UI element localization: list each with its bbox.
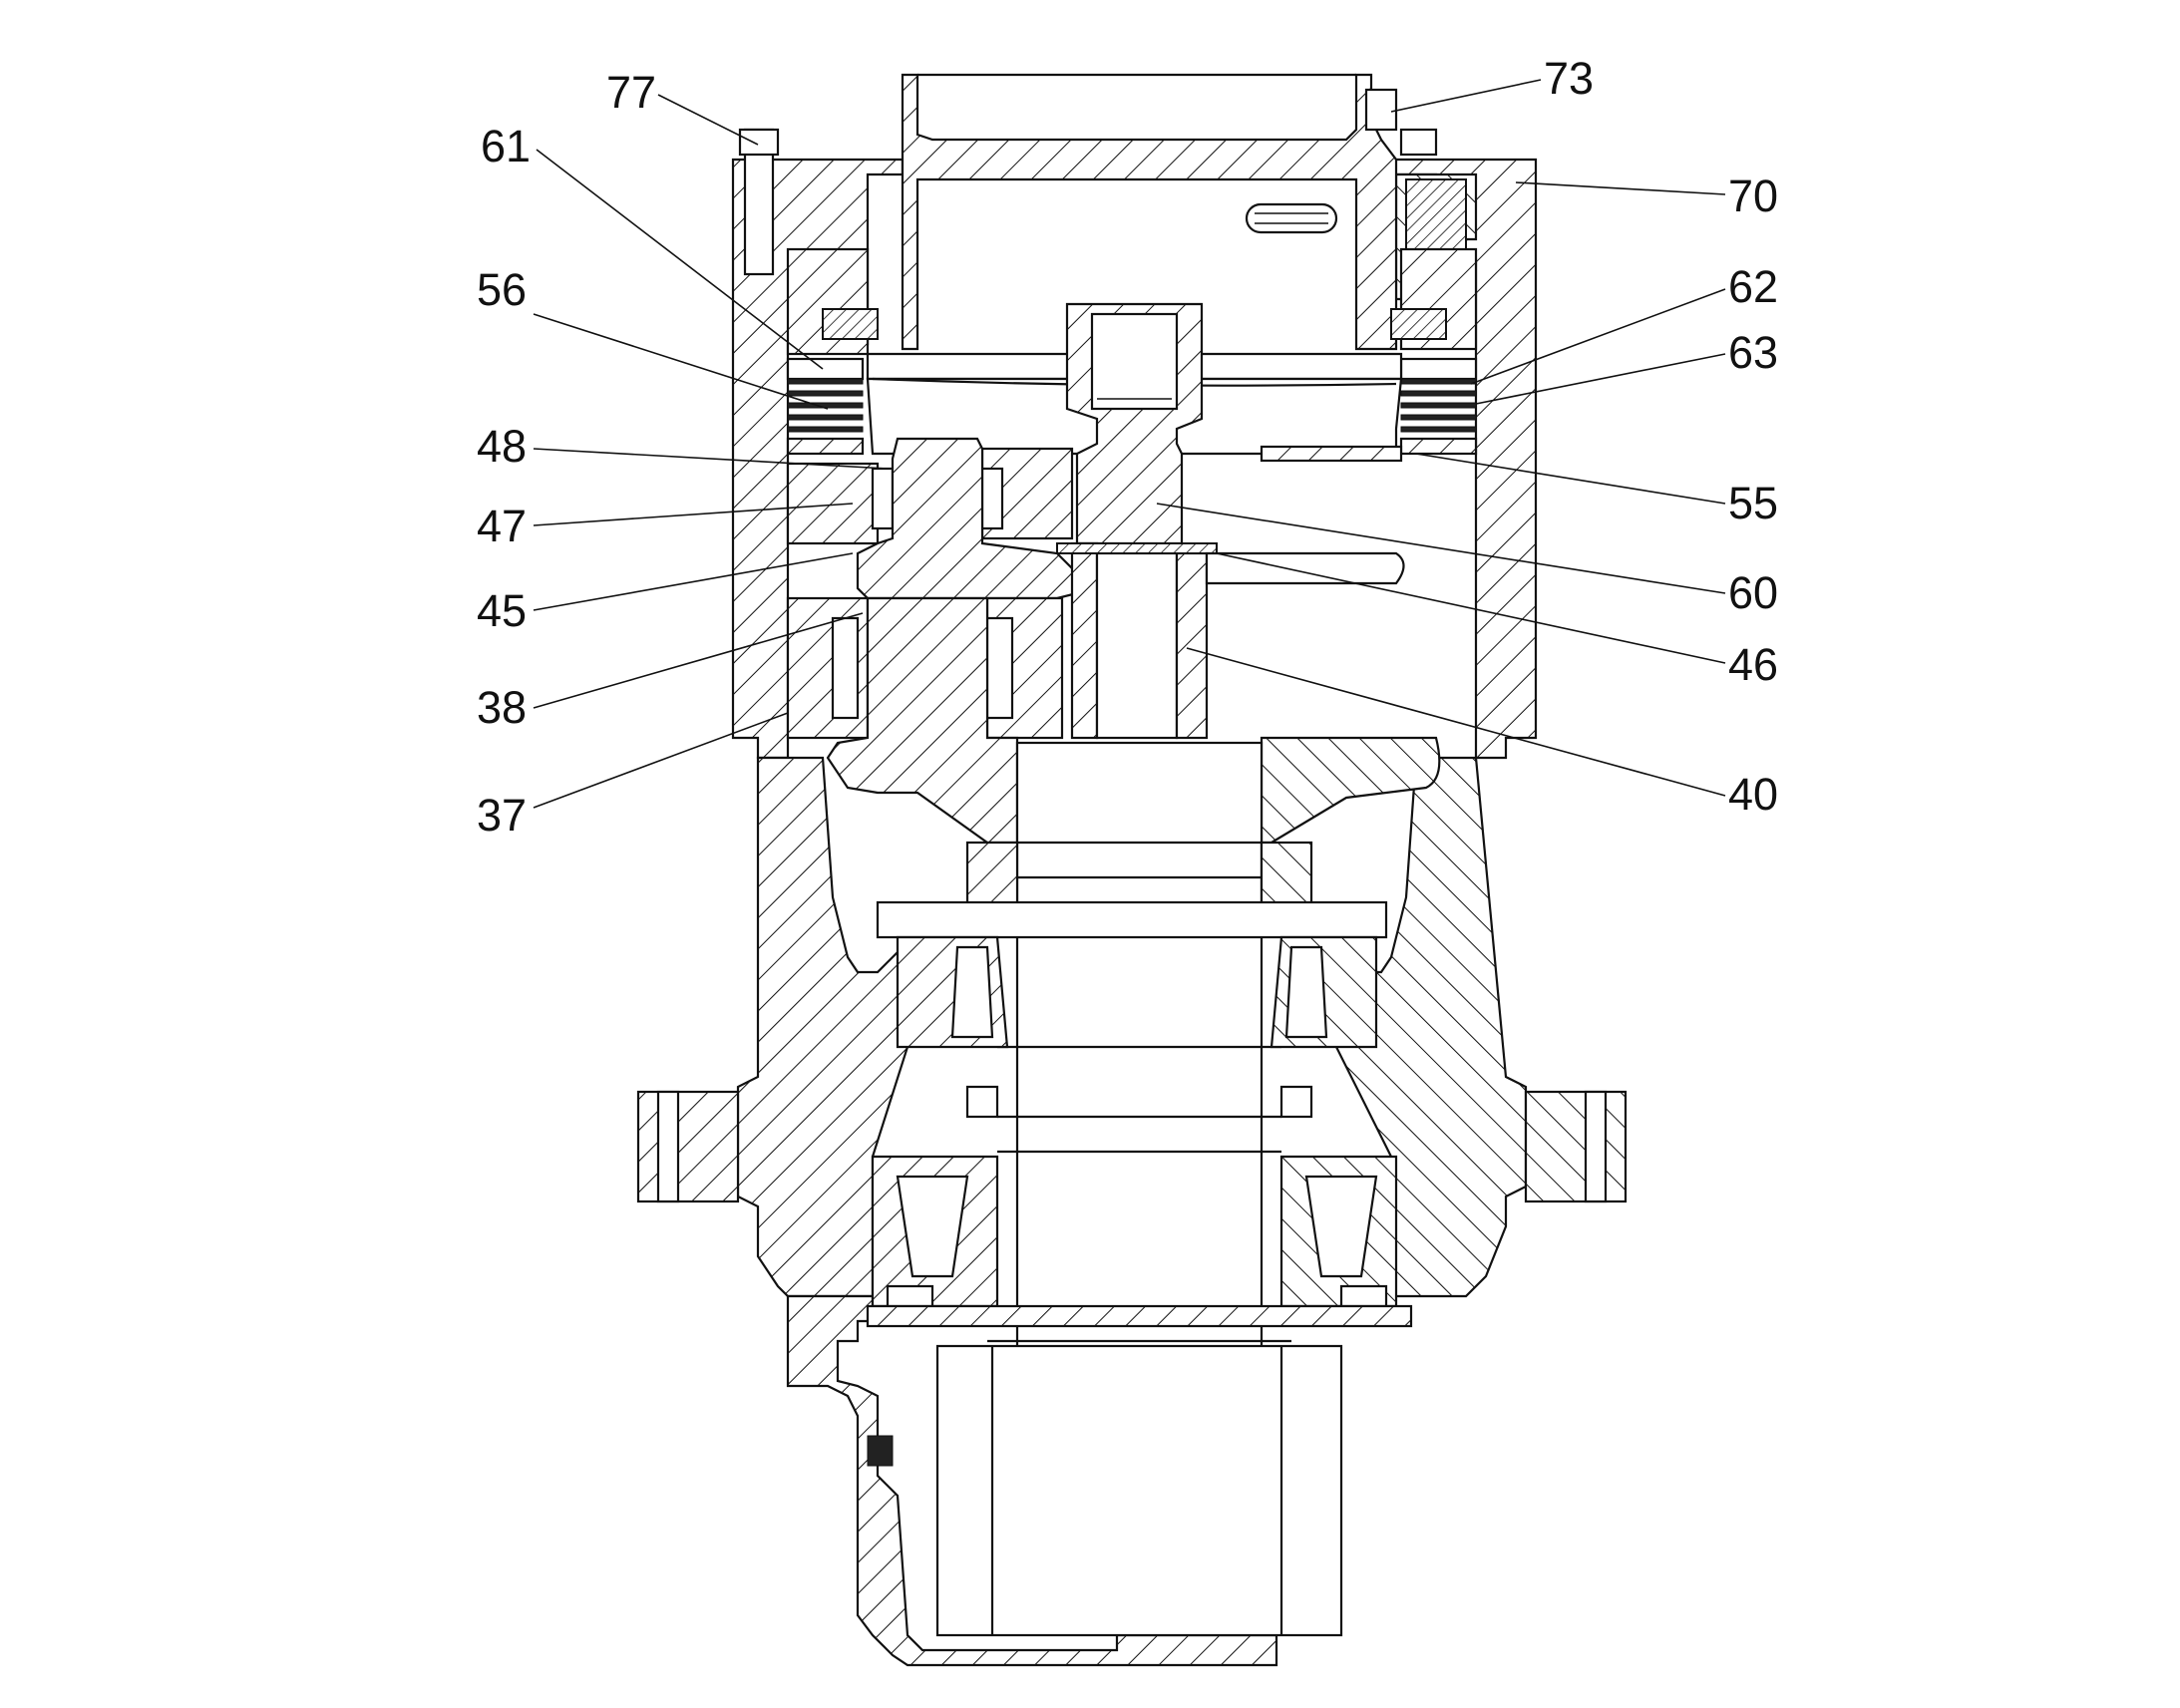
part-number-labels: 77 73 61 70 56 62 63 48 55 47 60 45 46 3… — [477, 53, 1778, 841]
label-77: 77 — [606, 67, 656, 118]
brake-pack-right — [1390, 178, 1478, 456]
label-40: 40 — [1728, 769, 1778, 820]
bearing-lower-right — [1279, 1155, 1398, 1308]
bearing-upper-right — [1270, 935, 1378, 1049]
label-46: 46 — [1728, 639, 1778, 690]
output-shaft — [876, 741, 1388, 1637]
planet-stage-1 — [786, 437, 1079, 600]
bearing-lower-left — [871, 1155, 999, 1308]
label-63: 63 — [1728, 327, 1778, 378]
label-62: 62 — [1728, 261, 1778, 312]
label-73: 73 — [1544, 53, 1594, 104]
label-60: 60 — [1728, 567, 1778, 618]
leader-lines — [533, 79, 1726, 809]
label-70: 70 — [1728, 171, 1778, 221]
label-55: 55 — [1728, 478, 1778, 528]
sun-shaft — [1065, 302, 1204, 545]
brake-pack-left — [786, 247, 879, 456]
label-61: 61 — [481, 121, 531, 171]
center-shaft-40 — [1056, 541, 1405, 740]
label-48: 48 — [477, 421, 527, 472]
label-37: 37 — [477, 790, 527, 841]
label-47: 47 — [477, 501, 527, 551]
label-45: 45 — [477, 585, 527, 636]
label-56: 56 — [477, 264, 527, 315]
planet-stage-2 — [786, 596, 1441, 845]
label-38: 38 — [477, 682, 527, 733]
input-adapter — [738, 73, 1438, 351]
bearing-upper-left — [896, 935, 1009, 1049]
